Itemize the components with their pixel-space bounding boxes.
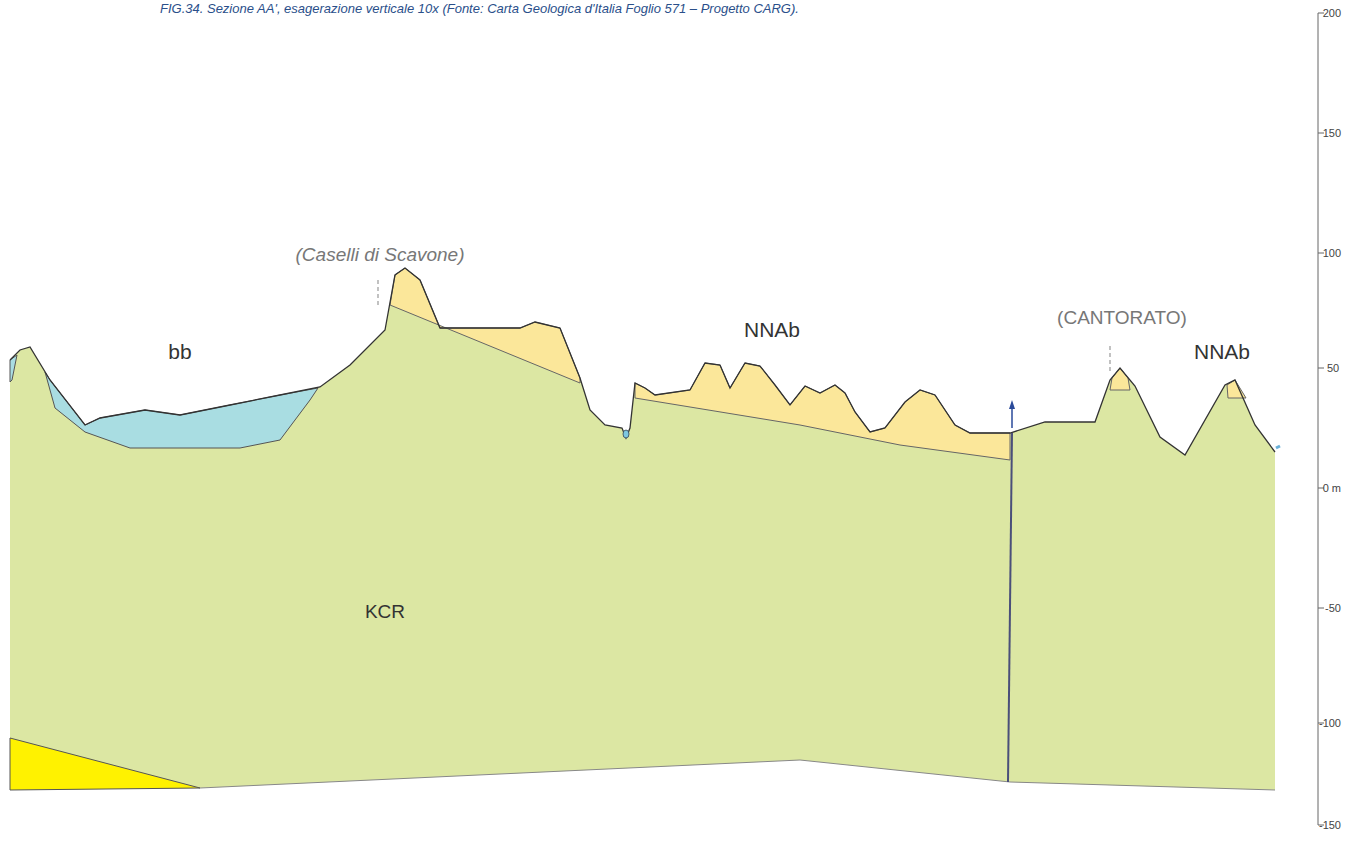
unit-label: NNAb [744,318,800,341]
axis-value: -100 [1319,717,1341,729]
locality-name: (Caselli di Scavone) [296,245,465,266]
unit-label: KCR [365,602,405,623]
basal-unit [10,738,200,790]
axis-value: -50 [1325,602,1341,614]
kcr-unit [10,268,1275,790]
fault-arrow [1011,406,1013,428]
topographic-profile [10,268,1275,455]
axis-value: 100 [1323,247,1341,259]
spring-mark [623,430,629,438]
base-line [200,760,1275,790]
axis-value: 200 [1323,7,1341,19]
nna-cap [1110,368,1130,390]
axis-value: 50 [1327,362,1339,374]
unit-label: NNAb [1194,340,1250,363]
axis-value: 0 m [1323,482,1341,494]
locality-tick [377,280,378,306]
fault-arrowhead [1009,400,1015,409]
axis-value: 150 [1323,127,1341,139]
locality-name: (CANTORATO) [1057,308,1187,329]
elevation-axis [1318,13,1319,825]
nna-unit [635,363,1010,460]
bb-lens [45,372,318,448]
unit-label: bb [168,340,191,363]
locality-tick [1109,346,1110,372]
figure-caption: FIG.34. Sezione AA', esagerazione vertic… [160,2,799,16]
axis-value: -150 [1319,819,1341,831]
fault-line [1008,433,1012,782]
right-edge-mark [1276,446,1280,448]
